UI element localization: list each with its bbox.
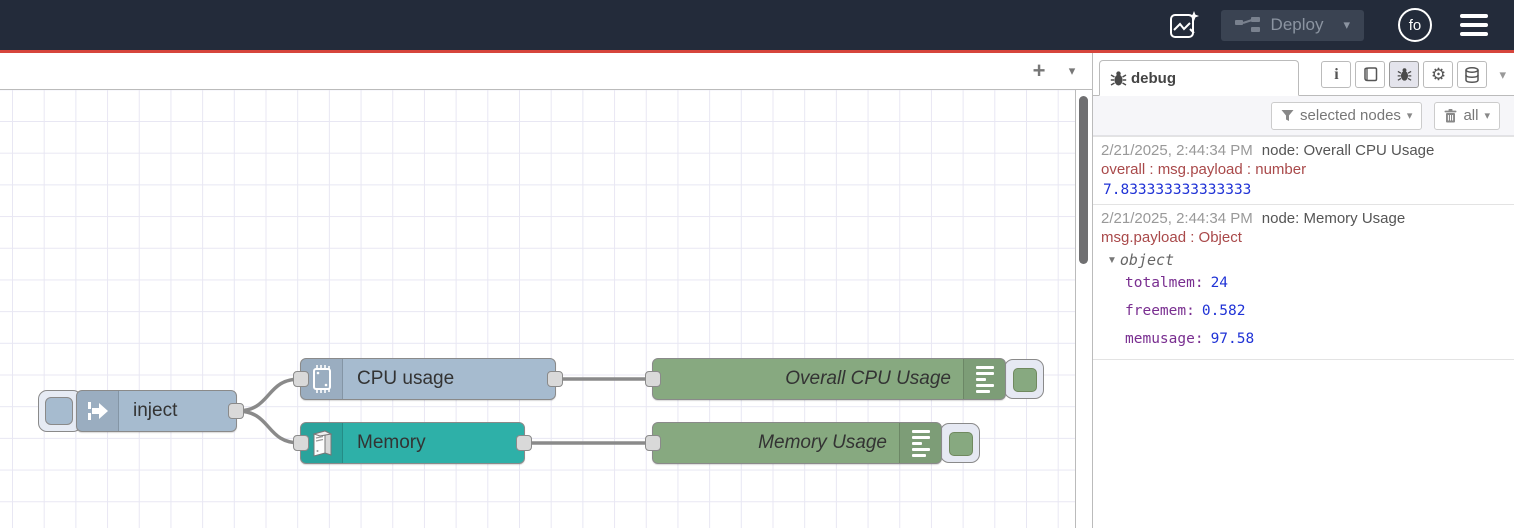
workspace-column: + ▾ (0, 53, 1092, 528)
debug-toggle-memusage-inner[interactable] (949, 432, 973, 456)
wires (236, 377, 652, 445)
message-property: overall : msg.payload : number (1101, 161, 1307, 178)
debug-message[interactable]: 2/21/2025, 2:44:34 PM node: Overall CPU U… (1093, 136, 1514, 205)
filter-caret-icon: ▾ (1406, 110, 1413, 122)
collapse-caret-icon[interactable]: ▼ (1107, 255, 1117, 266)
bug-icon (1110, 70, 1127, 86)
message-timestamp: 2/21/2025, 2:44:34 PM (1101, 142, 1253, 159)
memusage-input-port[interactable] (645, 435, 661, 451)
deploy-label: Deploy (1270, 15, 1324, 34)
debug-toolbar: selected nodes ▾ all ▾ (1093, 96, 1514, 136)
field-key: freemem: (1125, 303, 1195, 319)
book-icon (1364, 67, 1378, 82)
message-timestamp: 2/21/2025, 2:44:34 PM (1101, 210, 1253, 227)
object-field: memusage: 97.58 (1101, 325, 1506, 353)
message-value: 7.833333333333333 (1103, 182, 1252, 198)
object-field: freemem: 0.582 (1101, 297, 1506, 325)
node-label: Memory (357, 432, 426, 453)
node-memory[interactable]: Memory (293, 422, 532, 464)
object-expander[interactable]: ▼object (1101, 251, 1506, 269)
funnel-icon (1281, 110, 1294, 121)
add-flow-button[interactable]: + (1032, 58, 1046, 83)
sidebar-tabbar: debug i (1093, 53, 1514, 96)
clear-caret-icon: ▾ (1484, 110, 1490, 122)
node-inject[interactable]: inject (76, 390, 244, 432)
info-icon: i (1334, 65, 1339, 83)
user-avatar[interactable]: fo (1398, 8, 1432, 42)
message-node-name: node: Memory Usage (1261, 210, 1406, 227)
debug-toggle-memusage[interactable] (940, 423, 980, 463)
deploy-icon (1234, 17, 1260, 32)
canvas-vscrollbar-thumb[interactable] (1079, 96, 1088, 264)
debug-sidebar: debug i (1092, 53, 1514, 528)
tab-debug[interactable]: debug (1099, 60, 1299, 96)
cpu-output-port[interactable] (547, 371, 563, 387)
flow-tabbar: + ▾ (0, 53, 1092, 90)
database-icon (1465, 66, 1480, 83)
cpu-input-port[interactable] (293, 371, 309, 387)
canvas-vscrollbar[interactable] (1076, 90, 1091, 528)
node-memory-usage[interactable]: Memory Usage (645, 422, 942, 464)
field-value: 24 (1210, 275, 1229, 291)
debug-message-list[interactable]: 2/21/2025, 2:44:34 PM node: Overall CPU U… (1093, 136, 1514, 528)
gear-icon: ⚙ (1430, 64, 1447, 84)
debug-toggle-overall[interactable] (1004, 359, 1044, 399)
debug-console-icon (899, 423, 941, 463)
field-value: 97.58 (1210, 331, 1255, 347)
node-label: inject (133, 400, 178, 421)
main-menu-icon[interactable] (1456, 10, 1492, 40)
debug-filter-label: selected nodes (1300, 107, 1401, 124)
inject-output-port[interactable] (228, 403, 244, 419)
memory-input-port[interactable] (293, 435, 309, 451)
sidebar-menu-caret-icon[interactable]: ▾ (1499, 66, 1506, 82)
node-cpu-usage[interactable]: CPU usage (293, 358, 563, 400)
debug-toggle-overall-inner[interactable] (1013, 368, 1037, 392)
debug-filter-button[interactable]: selected nodes ▾ (1271, 101, 1423, 130)
message-property: msg.payload : Object (1101, 229, 1242, 246)
debug-clear-button[interactable]: all ▾ (1434, 101, 1500, 130)
flow-chart-sparkle-icon[interactable] (1167, 8, 1201, 42)
node-label: Memory Usage (758, 432, 887, 453)
tab-debug-label: debug (1131, 69, 1176, 87)
field-value: 0.582 (1201, 303, 1246, 319)
object-type-label: object (1119, 251, 1175, 269)
main-area: + ▾ (0, 53, 1514, 528)
deploy-caret-icon[interactable]: ▾ (1343, 17, 1350, 32)
object-field: totalmem: 24 (1101, 269, 1506, 297)
flow-canvas[interactable]: inject CPU usage (0, 90, 1076, 528)
memory-output-port[interactable] (516, 435, 532, 451)
deploy-button[interactable]: Deploy ▾ (1220, 9, 1364, 41)
config-tab-button[interactable]: ⚙ (1423, 61, 1454, 88)
bug-icon (1397, 68, 1412, 81)
debug-console-icon (963, 359, 1005, 399)
app-header: Deploy ▾ fo (0, 0, 1514, 53)
node-label: CPU usage (357, 368, 455, 389)
debug-clear-label: all (1463, 107, 1479, 124)
flow-list-caret-icon[interactable]: ▾ (1068, 63, 1076, 78)
debug-tab-button[interactable] (1389, 61, 1420, 88)
message-node-name: node: Overall CPU Usage (1261, 142, 1435, 159)
inject-trigger-button[interactable] (38, 390, 82, 432)
node-label: Overall CPU Usage (785, 368, 951, 389)
overall-input-port[interactable] (645, 371, 661, 387)
node-overall-cpu-usage[interactable]: Overall CPU Usage (645, 358, 1006, 400)
context-tab-button[interactable] (1457, 61, 1488, 88)
info-tab-button[interactable]: i (1321, 61, 1352, 88)
inject-trigger-inner[interactable] (45, 397, 73, 425)
help-tab-button[interactable] (1355, 61, 1386, 88)
trash-icon (1444, 108, 1457, 122)
field-key: totalmem: (1125, 275, 1204, 291)
inject-arrow-icon (77, 391, 119, 431)
field-key: memusage: (1125, 331, 1204, 347)
